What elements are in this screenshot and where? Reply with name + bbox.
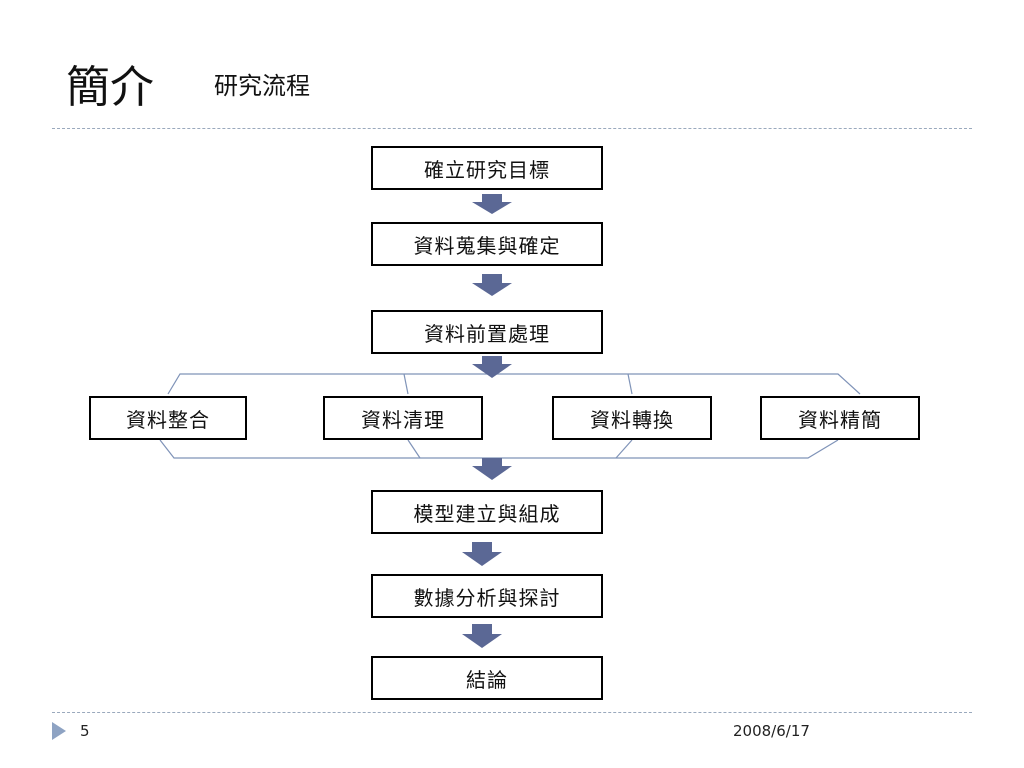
flow-step-data-preprocessing: 資料前置處理 [371, 310, 603, 354]
down-arrow-icon [472, 356, 512, 378]
page-number: 5 [80, 722, 90, 740]
flow-step-conclusion: 結論 [371, 656, 603, 700]
branch-bracket-bottom [159, 439, 839, 459]
slide-date: 2008/6/17 [733, 722, 810, 740]
flow-step-data-analysis: 數據分析與探討 [371, 574, 603, 618]
down-arrow-icon [462, 624, 502, 648]
slide-subtitle: 研究流程 [214, 72, 310, 100]
branch-bracket-top [167, 373, 861, 395]
footer-marker-icon [52, 722, 66, 740]
flow-branch-transformation: 資料轉換 [552, 396, 712, 440]
branch-divider-4 [615, 439, 633, 459]
flow-step-data-collection: 資料蒐集與確定 [371, 222, 603, 266]
slide-title: 簡介 [66, 62, 154, 113]
branch-divider-2 [627, 373, 633, 395]
branch-divider-3 [407, 439, 421, 459]
title-divider [52, 128, 972, 129]
down-arrow-icon [472, 194, 512, 214]
branch-divider-1 [403, 373, 409, 395]
footer-divider [52, 712, 972, 713]
down-arrow-icon [462, 542, 502, 566]
down-arrow-icon [472, 458, 512, 480]
flow-step-model-building: 模型建立與組成 [371, 490, 603, 534]
down-arrow-icon [472, 274, 512, 296]
flow-branch-integration: 資料整合 [89, 396, 247, 440]
flow-branch-cleaning: 資料清理 [323, 396, 483, 440]
flow-step-research-goal: 確立研究目標 [371, 146, 603, 190]
flow-branch-reduction: 資料精簡 [760, 396, 920, 440]
